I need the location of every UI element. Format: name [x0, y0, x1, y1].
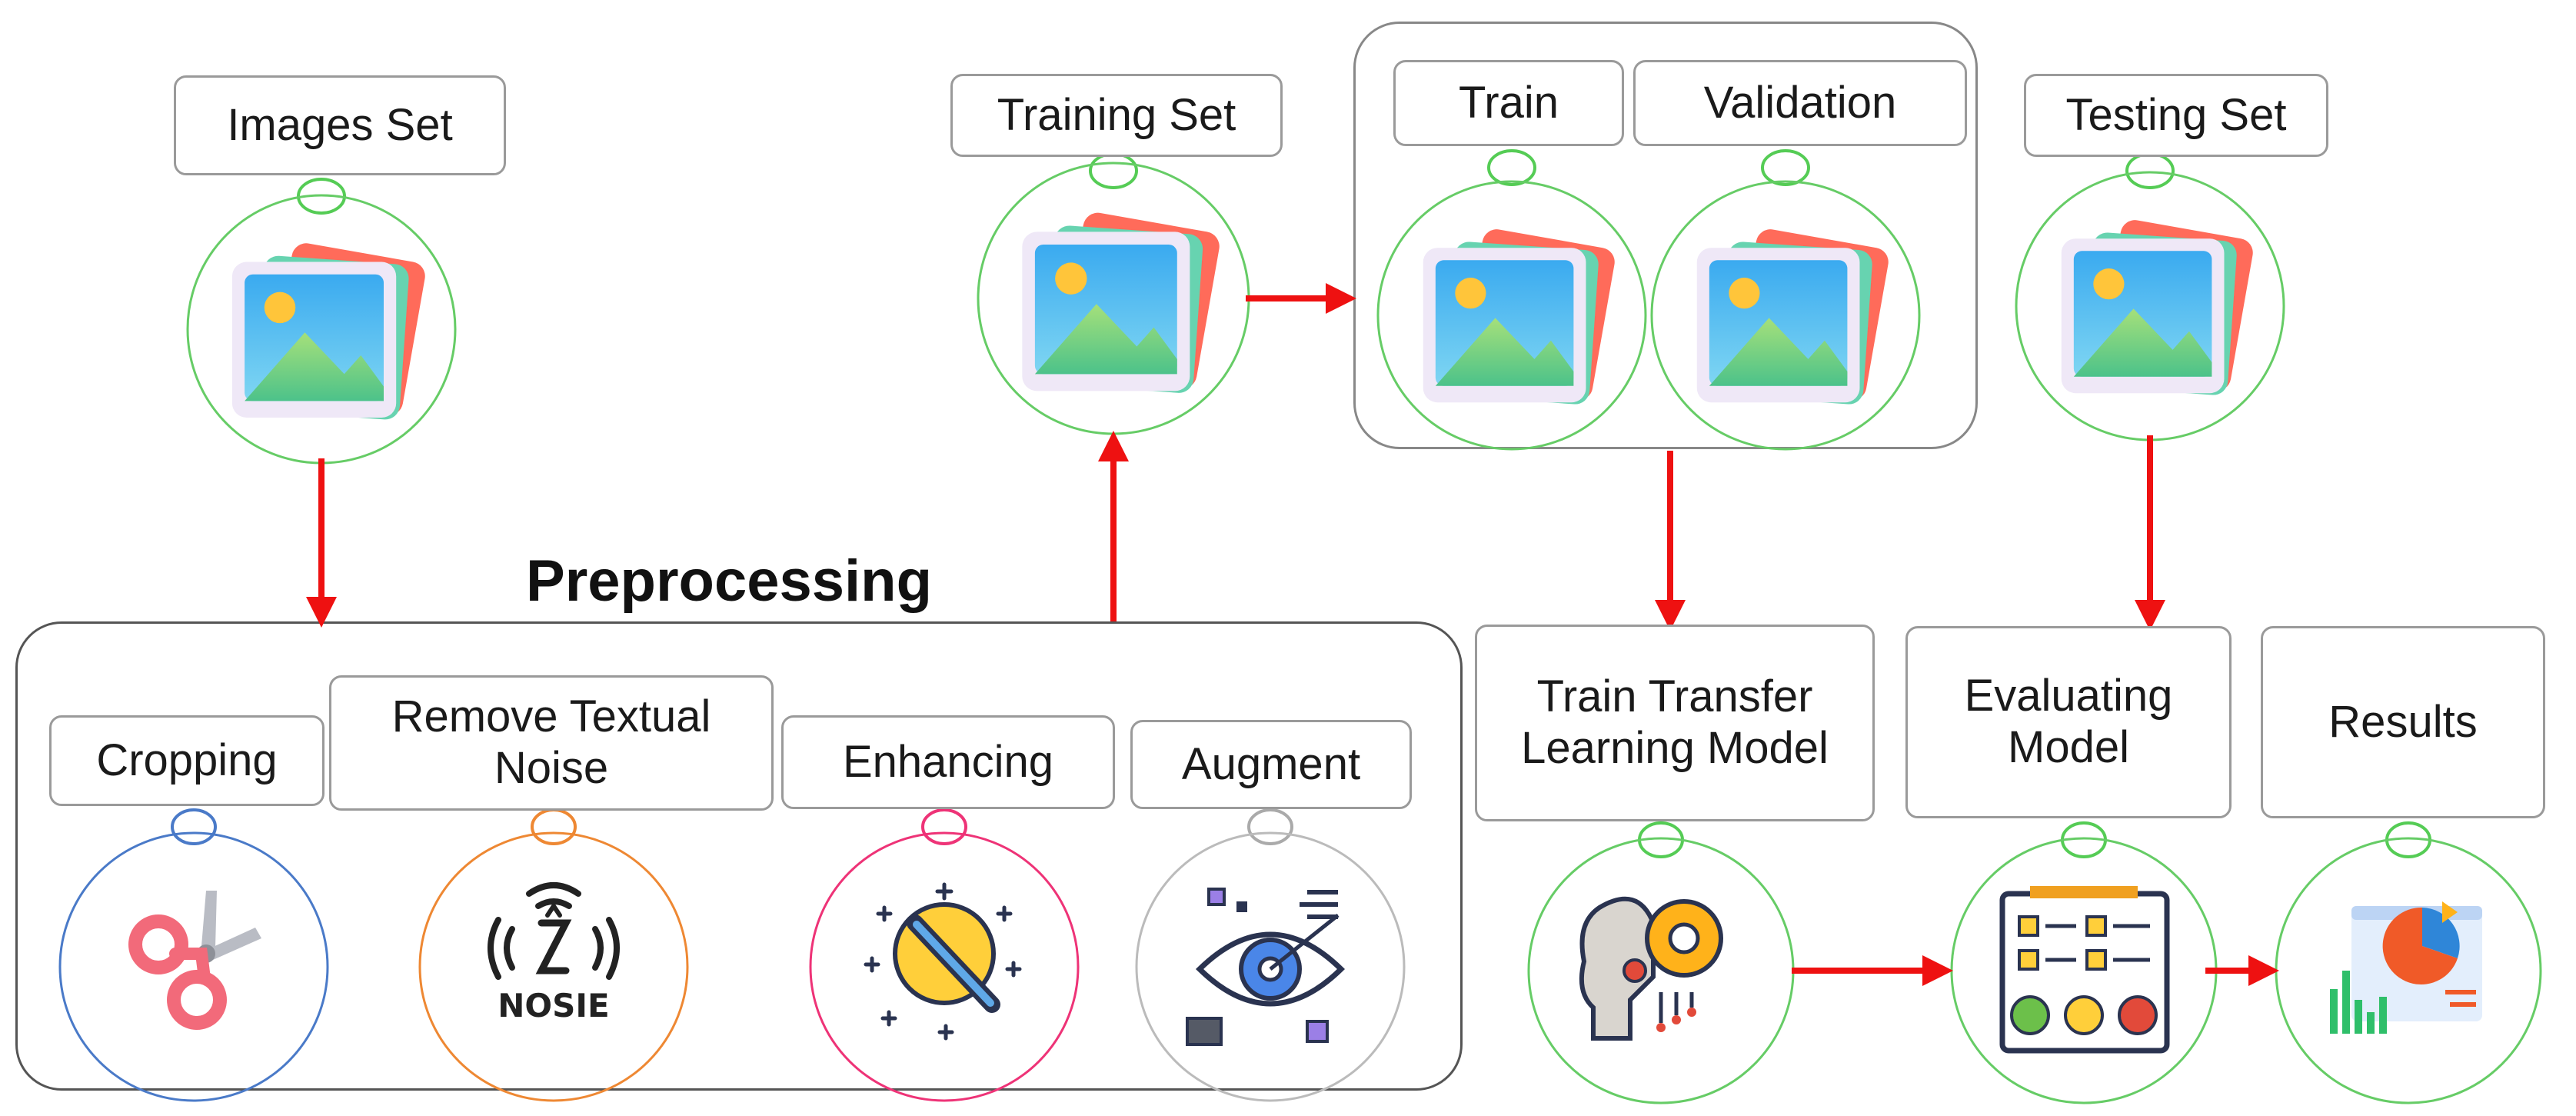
augment-node — [1135, 808, 1406, 1102]
noise-icon-text: NOSIE — [498, 987, 609, 1024]
eye-icon — [1186, 888, 1346, 1046]
image-stack-icon — [1696, 227, 1889, 405]
training-set-label: Training Set — [950, 74, 1283, 157]
results-node — [2275, 821, 2542, 1104]
preprocessing-heading: Preprocessing — [526, 548, 932, 614]
testing-set-label: Testing Set — [2024, 74, 2328, 157]
training-set-node — [977, 152, 1250, 435]
image-stack-icon — [2061, 218, 2253, 396]
image-stack-icon — [1022, 210, 1220, 395]
evaluating-model-label: Evaluating Model — [1905, 626, 2232, 818]
preprocessing-group — [15, 621, 1463, 1091]
chart-icon — [2330, 901, 2482, 1034]
images-set-node — [186, 178, 457, 465]
augment-label: Augment — [1130, 720, 1412, 809]
ai-gear-icon — [1579, 896, 1723, 1041]
testing-set-node — [2015, 152, 2285, 441]
train-validation-group — [1353, 22, 1978, 449]
train-model-node — [1527, 821, 1795, 1104]
images-set-label: Images Set — [174, 75, 506, 175]
image-stack-icon — [231, 241, 425, 421]
image-stack-icon — [1423, 227, 1615, 405]
flow-arrows — [306, 283, 2279, 986]
cropping-label: Cropping — [49, 715, 324, 806]
train-transfer-label: Train Transfer Learning Model — [1475, 625, 1875, 821]
remove-noise-node: NOSIE — [418, 808, 689, 1102]
train-label: Train — [1393, 60, 1624, 146]
magic-wand-icon — [864, 882, 1022, 1041]
train-node — [1376, 149, 1647, 451]
remove-textual-noise-label: Remove Textual Noise — [329, 675, 774, 811]
cropping-node — [58, 808, 329, 1102]
evaluating-node — [1950, 821, 2218, 1104]
validation-node — [1650, 149, 1921, 451]
validation-label: Validation — [1633, 60, 1967, 146]
checklist-icon — [1999, 886, 2170, 1054]
noise-icon — [488, 882, 620, 980]
scissors-icon — [128, 891, 261, 1030]
results-label: Results — [2261, 626, 2545, 818]
enhancing-label: Enhancing — [781, 715, 1115, 809]
enhancing-node — [809, 808, 1080, 1102]
